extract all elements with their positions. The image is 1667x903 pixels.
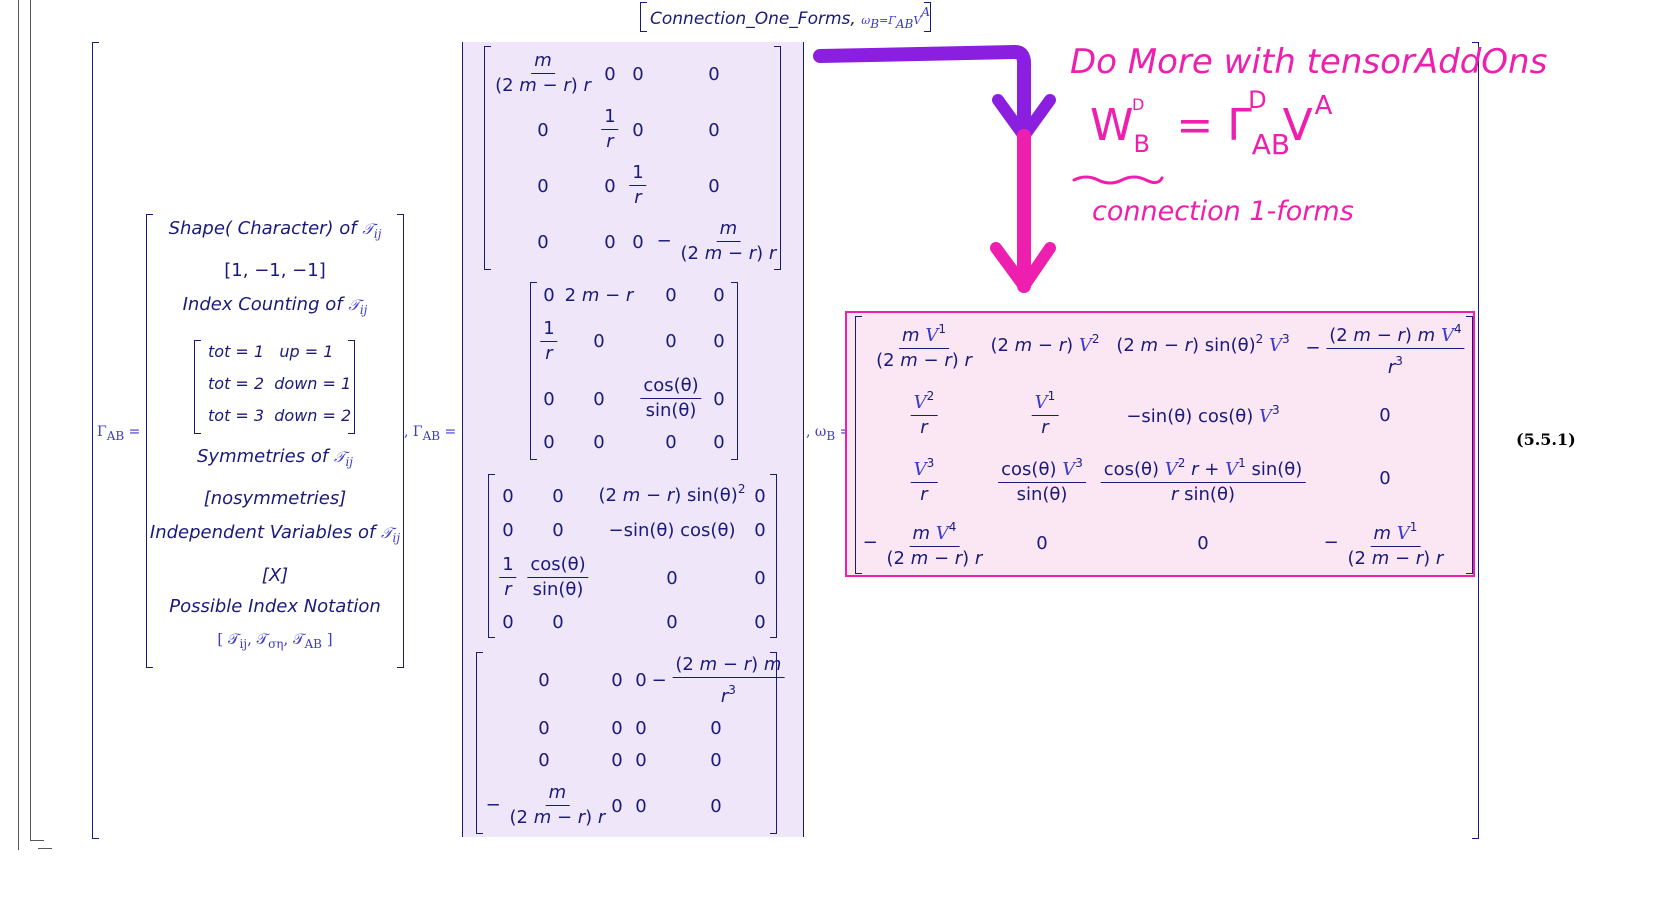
possible-notation-label: Possible Index Notation bbox=[169, 596, 381, 617]
index-counting-label: Index Counting of bbox=[182, 294, 343, 315]
christoffel-panel bbox=[462, 42, 804, 837]
symmetries-value: [nosymmetries] bbox=[203, 488, 347, 509]
count-row-2: tot = 2 down = 1 bbox=[208, 374, 352, 393]
gamma-lhs: ΓAB = bbox=[97, 424, 141, 443]
worksheet-bracket bbox=[18, 0, 19, 850]
symmetries-label: Symmetries of bbox=[197, 446, 329, 467]
count-row-3: tot = 3 down = 2 bbox=[208, 406, 352, 425]
omega-highlight-box bbox=[845, 311, 1475, 577]
notation-list: [ 𝒯ij, 𝒯ση, 𝒯AB ] bbox=[217, 630, 333, 651]
shape-value: [1, −1, −1] bbox=[224, 260, 326, 281]
equation-number: (5.5.1) bbox=[1516, 430, 1576, 449]
underline-squiggle-icon bbox=[1072, 175, 1164, 185]
annotation-subtitle: connection 1-forms bbox=[1092, 196, 1354, 227]
outer-list-left-bracket bbox=[92, 42, 99, 839]
worksheet-bracket-foot bbox=[38, 848, 52, 849]
annotation-title: Do More with tensorAddOns bbox=[1070, 42, 1548, 82]
independent-vars-label: Independent Variables of bbox=[149, 522, 376, 543]
independent-vars-value: [X] bbox=[261, 565, 289, 586]
outer-list-right-bracket bbox=[1472, 42, 1479, 839]
worksheet-bracket-foot bbox=[30, 840, 44, 841]
worksheet-bracket bbox=[30, 0, 31, 840]
header-name: Connection_One_Forms bbox=[650, 9, 851, 29]
gamma-lhs-2: , ΓAB = bbox=[404, 424, 457, 443]
count-row-1: tot = 1 up = 1 bbox=[208, 342, 334, 361]
shape-label: Shape( Character) of bbox=[168, 218, 357, 239]
annotation-arrow-icon bbox=[813, 44, 1056, 293]
